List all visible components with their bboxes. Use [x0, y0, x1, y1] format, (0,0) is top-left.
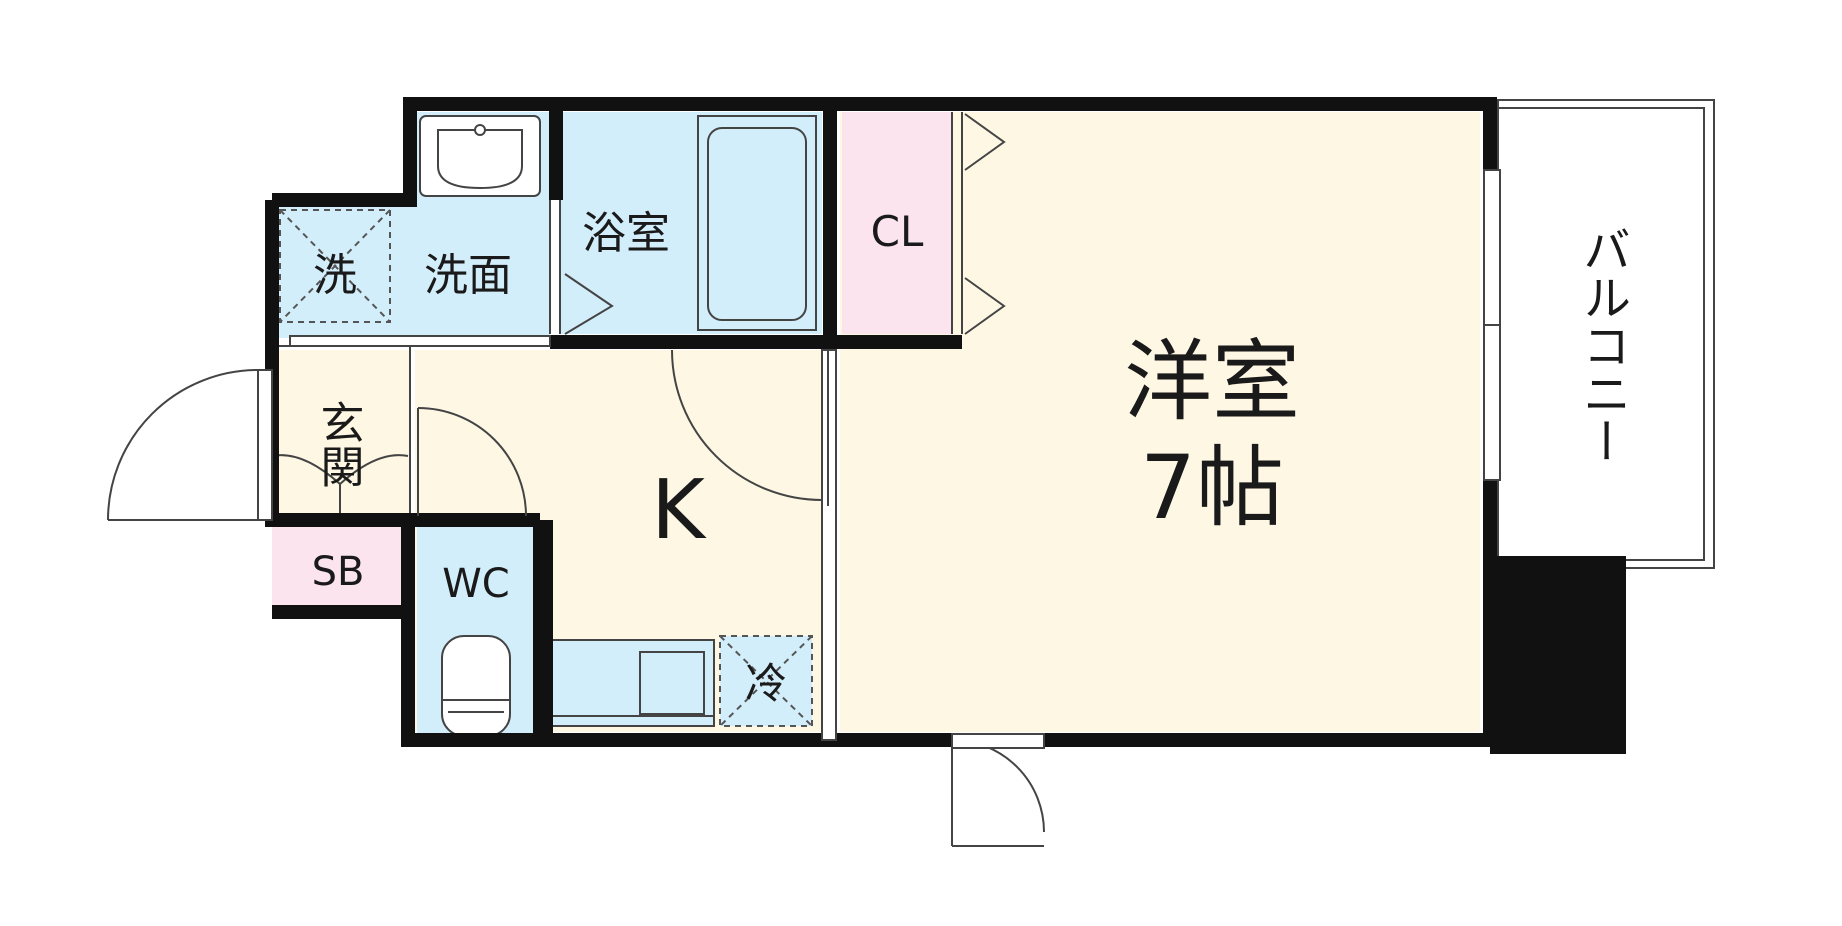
door-swing-entrance: [107, 369, 259, 521]
label-fridge: 冷: [745, 659, 787, 708]
label-western-room: 洋室: [1124, 330, 1300, 433]
sink-basin: [639, 651, 705, 715]
label-room-size: 7帖: [1140, 436, 1284, 539]
shoebox-area: [272, 526, 402, 608]
door-swing-wc: [417, 407, 527, 517]
label-washroom: 洗面: [424, 250, 512, 301]
label-balcony: バルコニー: [1574, 225, 1630, 465]
label-washer: 洗: [313, 250, 357, 301]
pillar: [1490, 556, 1626, 754]
door-swing-kitchen: [671, 349, 823, 501]
label-bathroom: 浴室: [582, 208, 670, 259]
label-entrance: 玄関: [313, 400, 364, 488]
fridge-space: [719, 635, 813, 727]
label-kitchen: K: [651, 463, 707, 558]
label-shoe-box: SB: [312, 549, 365, 595]
toilet-bowl: [441, 635, 511, 737]
door-swing-bottom: [951, 739, 1045, 833]
label-toilet: WC: [442, 561, 509, 607]
closet-area: [842, 112, 952, 334]
label-closet: CL: [871, 207, 924, 256]
